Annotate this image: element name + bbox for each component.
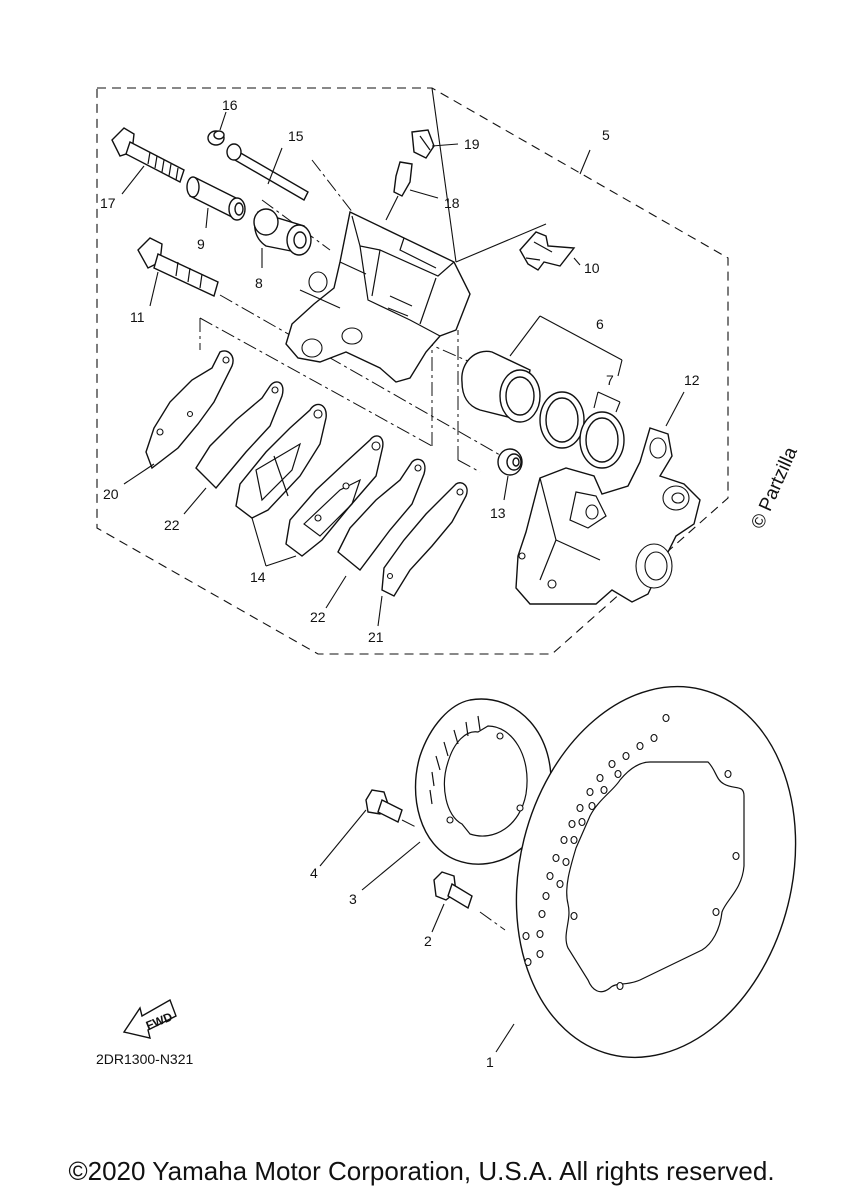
watermark: © Partzilla bbox=[747, 444, 802, 532]
callout-10: 10 bbox=[584, 260, 600, 276]
copyright-notice: ©2020 Yamaha Motor Corporation, U.S.A. A… bbox=[68, 1156, 775, 1186]
part-1-brake-disc bbox=[515, 685, 797, 1059]
part-9-bushing bbox=[186, 176, 246, 221]
leader-lines bbox=[121, 87, 685, 1053]
part-2-bolt bbox=[433, 871, 473, 910]
part-3-sensor-rotor bbox=[414, 698, 552, 865]
callout-2: 2 bbox=[424, 933, 432, 949]
part-18-bleed-screw bbox=[385, 161, 413, 221]
disc-holes bbox=[522, 713, 740, 991]
part-10-clip bbox=[519, 231, 576, 271]
part-21-shim bbox=[381, 482, 468, 597]
callouts: 1 2 3 4 5 6 7 8 9 10 11 12 13 14 15 16 1… bbox=[100, 97, 700, 1070]
part-19-cap bbox=[411, 129, 435, 159]
caliper-assembly-boundary bbox=[96, 87, 729, 655]
callout-8: 8 bbox=[255, 275, 263, 291]
callout-9: 9 bbox=[197, 236, 205, 252]
part-16-sleeve bbox=[207, 130, 225, 146]
part-22-shim-left bbox=[195, 381, 284, 490]
caliper-body bbox=[285, 210, 471, 383]
callout-13: 13 bbox=[490, 505, 506, 521]
fwd-arrow bbox=[122, 998, 177, 1039]
callout-4: 4 bbox=[310, 865, 318, 881]
part-17-bolt bbox=[111, 127, 185, 183]
part-20-shim bbox=[145, 350, 234, 470]
callout-14: 14 bbox=[250, 569, 266, 585]
callout-22-b: 22 bbox=[310, 609, 326, 625]
part-6-piston bbox=[461, 350, 541, 423]
diagram-code: 2DR1300-N321 bbox=[96, 1051, 193, 1067]
callout-7: 7 bbox=[606, 372, 614, 388]
part-11-bolt bbox=[137, 237, 219, 297]
part-15-pin bbox=[226, 143, 309, 201]
part-13-bushing bbox=[497, 448, 523, 476]
callout-18: 18 bbox=[444, 195, 460, 211]
callout-5: 5 bbox=[602, 127, 610, 143]
callout-12: 12 bbox=[684, 372, 700, 388]
callout-19: 19 bbox=[464, 136, 480, 152]
part-14-pads bbox=[235, 403, 384, 557]
callout-11: 11 bbox=[130, 309, 145, 325]
callout-21: 21 bbox=[368, 629, 384, 645]
part-8-boot bbox=[253, 208, 312, 256]
callout-1: 1 bbox=[486, 1054, 494, 1070]
callout-3: 3 bbox=[349, 891, 357, 907]
part-7-seals bbox=[539, 391, 625, 469]
callout-15: 15 bbox=[288, 128, 304, 144]
callout-6: 6 bbox=[596, 316, 604, 332]
callout-17: 17 bbox=[100, 195, 116, 211]
part-22-shim-right bbox=[337, 458, 426, 572]
part-12-bracket bbox=[515, 427, 701, 605]
callout-16: 16 bbox=[222, 97, 238, 113]
alignment-lines bbox=[199, 159, 546, 931]
part-4-bolt bbox=[365, 789, 403, 823]
callout-22: 22 bbox=[164, 517, 180, 533]
callout-20: 20 bbox=[103, 486, 119, 502]
